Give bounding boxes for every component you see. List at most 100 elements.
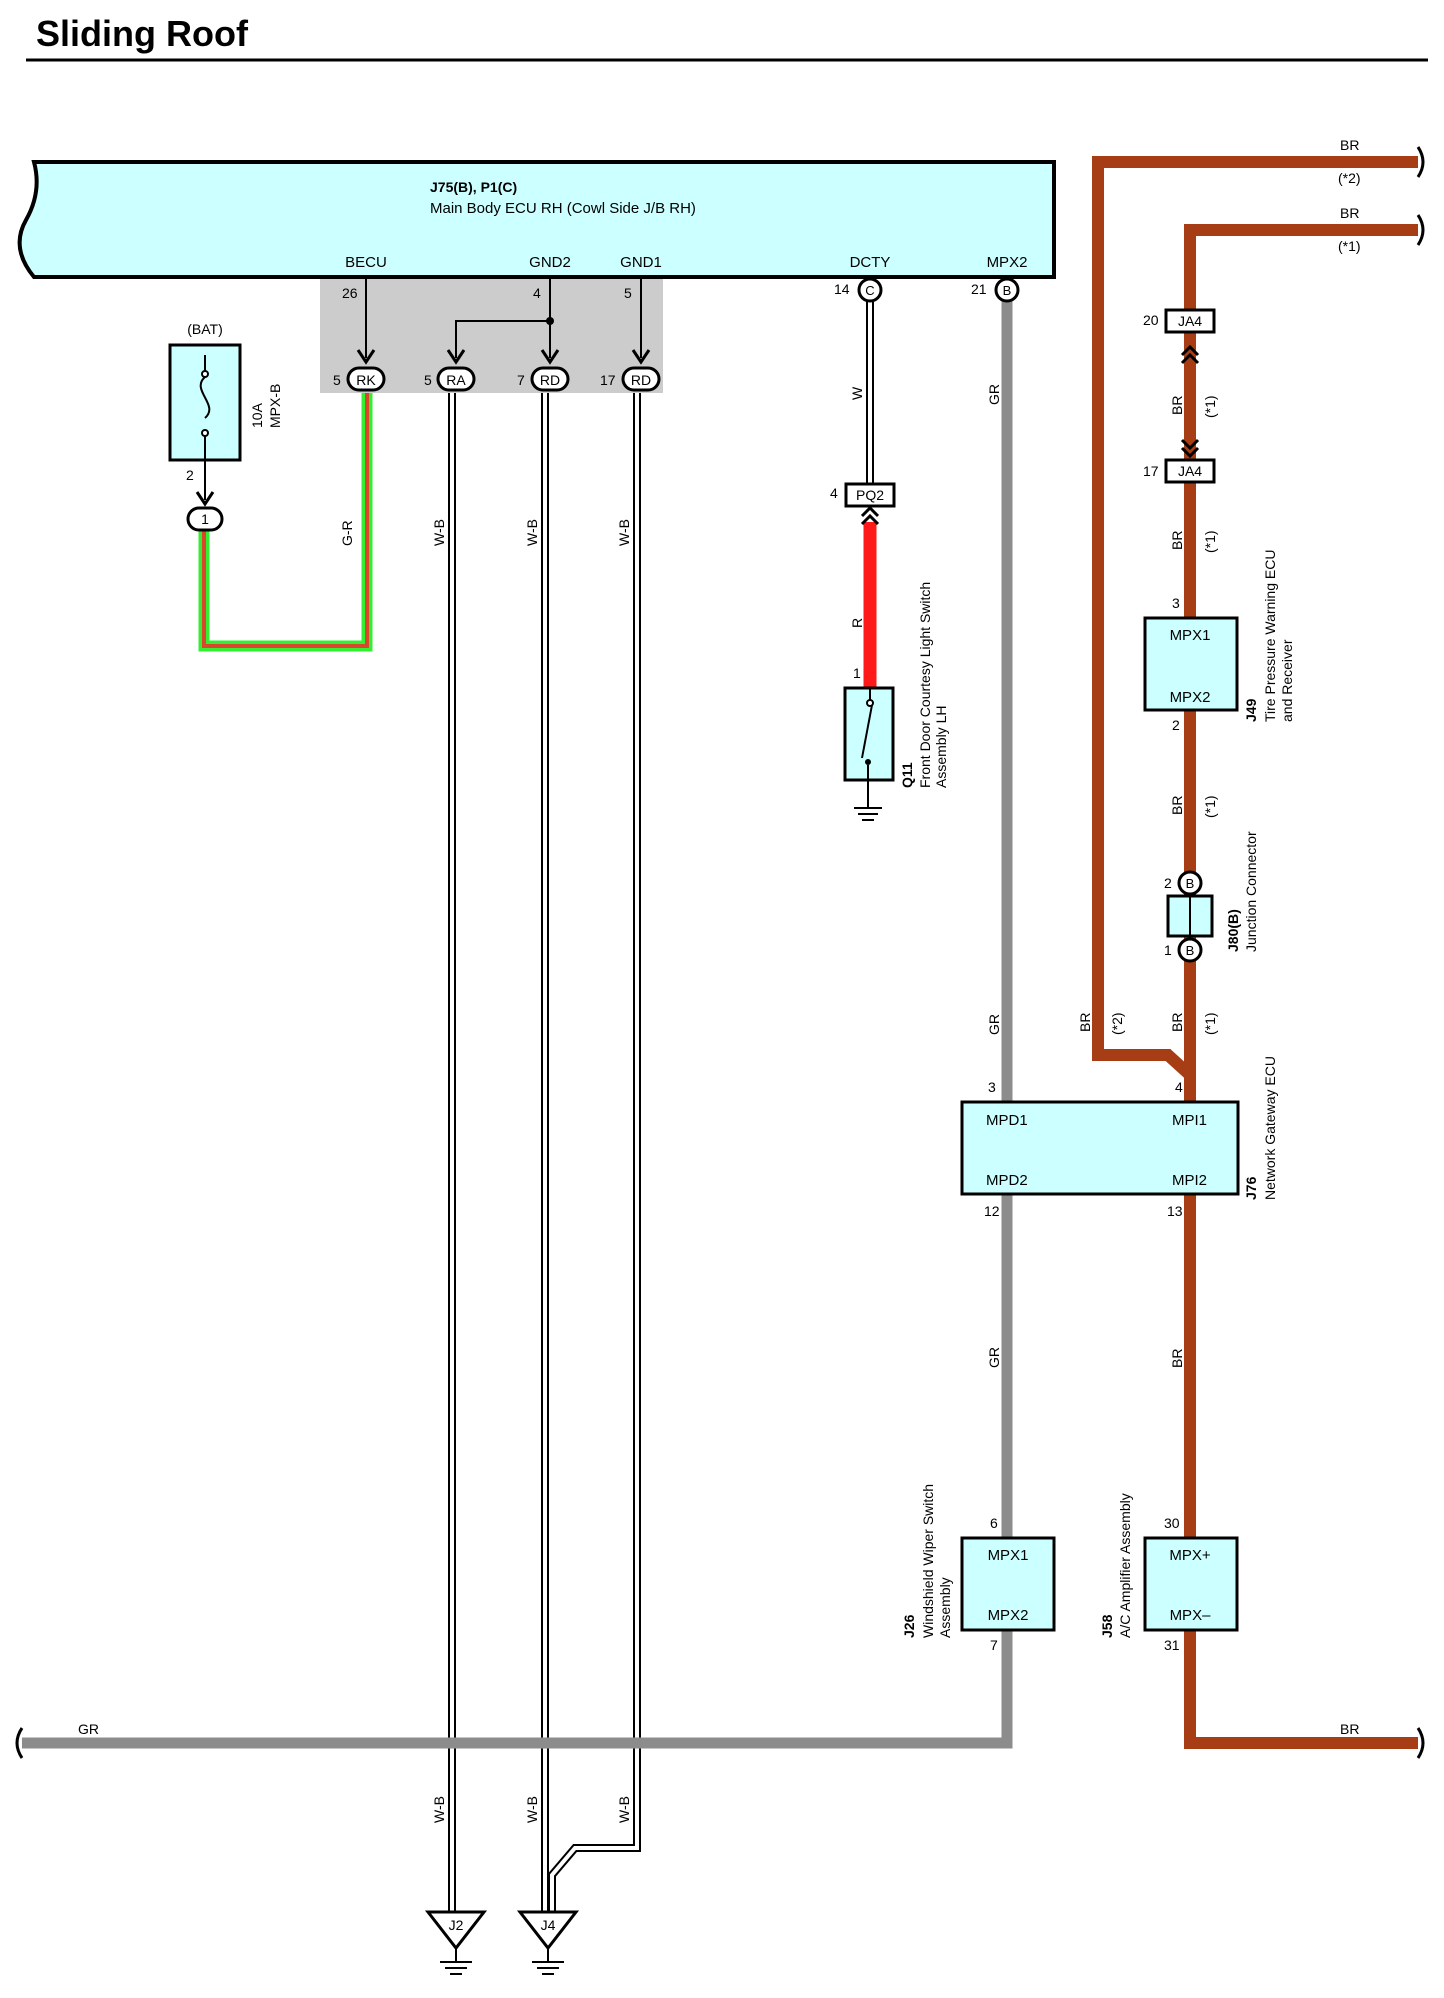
label-br-bottom: BR xyxy=(1340,1721,1359,1737)
terminal-gnd2: GND2 xyxy=(529,254,571,271)
j76-pin-br: 13 xyxy=(1167,1203,1183,1219)
fuse-icon xyxy=(199,355,211,460)
pin-dcty: 14 xyxy=(834,281,850,297)
svg-text:5: 5 xyxy=(333,372,341,388)
terminal-becu: BECU xyxy=(345,254,387,271)
j26-name-2: Assembly xyxy=(937,1577,953,1638)
svg-text:17: 17 xyxy=(600,372,616,388)
pin-gnd1: 5 xyxy=(624,285,632,301)
ja4-top-connector xyxy=(1164,308,1216,334)
note-br-2-low: (*2) xyxy=(1109,1012,1125,1035)
terminal-mpx2: MPX2 xyxy=(987,254,1028,271)
label-br-j80: BR xyxy=(1169,796,1185,815)
main-body-ecu xyxy=(17,160,1056,279)
j26-term1: MPX1 xyxy=(988,1547,1029,1564)
j49-pin1: 3 xyxy=(1172,595,1180,611)
wire-w-b-rd17 xyxy=(548,392,641,1912)
j58-term2: MPX– xyxy=(1170,1607,1212,1624)
j26-name-1: Windshield Wiper Switch xyxy=(920,1484,936,1638)
rd17-arrow xyxy=(631,349,651,365)
label-w-b-1: W-B xyxy=(431,519,447,546)
label-br-ja4: BR xyxy=(1169,396,1185,415)
j80-name: Junction Connector xyxy=(1243,831,1259,952)
label-w-b-2: W-B xyxy=(524,519,540,546)
ground-j2: J2 xyxy=(424,1910,488,1975)
j49-term2: MPX2 xyxy=(1170,689,1211,706)
svg-text:J4: J4 xyxy=(541,1917,556,1933)
label-br-mid: BR xyxy=(1169,1349,1185,1368)
wire-gr-bus xyxy=(22,290,1013,1749)
fuse-arrow xyxy=(195,491,215,507)
pq2-code: PQ2 xyxy=(856,487,884,503)
j58-box xyxy=(1143,1536,1239,1632)
j76-term-br: MPI2 xyxy=(1172,1172,1207,1189)
j58-name: A/C Amplifier Assembly xyxy=(1117,1493,1133,1638)
label-r: R xyxy=(849,618,865,628)
j80-code: J80(B) xyxy=(1225,909,1241,952)
j49-box xyxy=(1143,616,1239,712)
main-ecu-code: J75(B), P1(C) xyxy=(430,179,517,195)
ground-icon-q11 xyxy=(854,807,882,821)
j76-term-bl: MPD2 xyxy=(986,1172,1028,1189)
ja4-bottom-pin: 17 xyxy=(1143,463,1159,479)
ground-j4: J4 xyxy=(516,1910,580,1975)
q11-name-2: Assembly LH xyxy=(933,706,949,788)
svg-text:RA: RA xyxy=(446,372,466,388)
j26-pin2: 7 xyxy=(990,1637,998,1653)
label-br-top-2: BR xyxy=(1340,137,1359,153)
label-br-1-low: BR xyxy=(1169,1013,1185,1032)
j58-pin1: 30 xyxy=(1164,1515,1180,1531)
note-br-1-low: (*1) xyxy=(1202,1012,1218,1035)
j76-pin-tl: 3 xyxy=(988,1079,996,1095)
wire-br-1 xyxy=(1184,224,1418,1102)
terminal-dcty: DCTY xyxy=(850,254,891,271)
wire-g-r-inner xyxy=(202,390,369,648)
j26-term2: MPX2 xyxy=(988,1607,1029,1624)
pq2-chevron xyxy=(860,505,880,526)
label-w-b-3: W-B xyxy=(616,519,632,546)
q11-code: Q11 xyxy=(899,762,915,788)
ja4-top-chevron xyxy=(1180,344,1200,365)
j76-term-tl: MPD1 xyxy=(986,1112,1028,1129)
jb-connector-ra: 5 RA xyxy=(424,366,476,392)
j58-term1: MPX+ xyxy=(1169,1547,1211,1564)
ja4-top-code: JA4 xyxy=(1178,313,1202,329)
svg-text:J2: J2 xyxy=(449,1917,464,1933)
fuse-pin: 2 xyxy=(186,467,194,483)
break-mark-br-bottom xyxy=(1416,1727,1425,1759)
connector-b: B xyxy=(994,277,1020,303)
label-br-j49: BR xyxy=(1169,531,1185,550)
terminal-gnd1: GND1 xyxy=(620,254,662,271)
j80-connector-top: B xyxy=(1177,870,1203,896)
label-gr-2: GR xyxy=(986,1014,1002,1035)
fuse-source: (BAT) xyxy=(187,321,223,337)
pin-mpx2: 21 xyxy=(971,281,987,297)
j80-pin1: 2 xyxy=(1164,875,1172,891)
break-mark-br-2 xyxy=(1416,146,1425,178)
main-ecu-name: Main Body ECU RH (Cowl Side J/B RH) xyxy=(430,200,696,217)
page-title: Sliding Roof xyxy=(36,13,249,54)
note-br-top-1: (*1) xyxy=(1338,238,1361,254)
label-gr-1: GR xyxy=(986,384,1002,405)
note-br-j49: (*1) xyxy=(1202,530,1218,553)
ja4-bottom-connector xyxy=(1164,458,1216,484)
svg-text:B: B xyxy=(1003,283,1012,298)
j80-connector-bottom: B xyxy=(1177,937,1203,963)
jb-connector-rd17: 17 RD xyxy=(600,366,661,392)
break-mark-br-1 xyxy=(1416,214,1425,246)
svg-text:RD: RD xyxy=(631,372,651,388)
label-gr-bus: GR xyxy=(78,1721,99,1737)
svg-text:5: 5 xyxy=(424,372,432,388)
j26-pin1: 6 xyxy=(990,1515,998,1531)
j76-pin-bl: 12 xyxy=(984,1203,1000,1219)
switch-icon xyxy=(861,688,874,808)
j49-name-1: Tire Pressure Warning ECU xyxy=(1262,550,1278,722)
svg-text:B: B xyxy=(1186,943,1195,958)
j49-pin2: 2 xyxy=(1172,717,1180,733)
j76-term-tr: MPI1 xyxy=(1172,1112,1207,1129)
label-gr-3: GR xyxy=(986,1347,1002,1368)
ra-arrow xyxy=(446,349,466,365)
j49-name-2: and Receiver xyxy=(1279,639,1295,722)
becu-arrow xyxy=(356,349,376,365)
